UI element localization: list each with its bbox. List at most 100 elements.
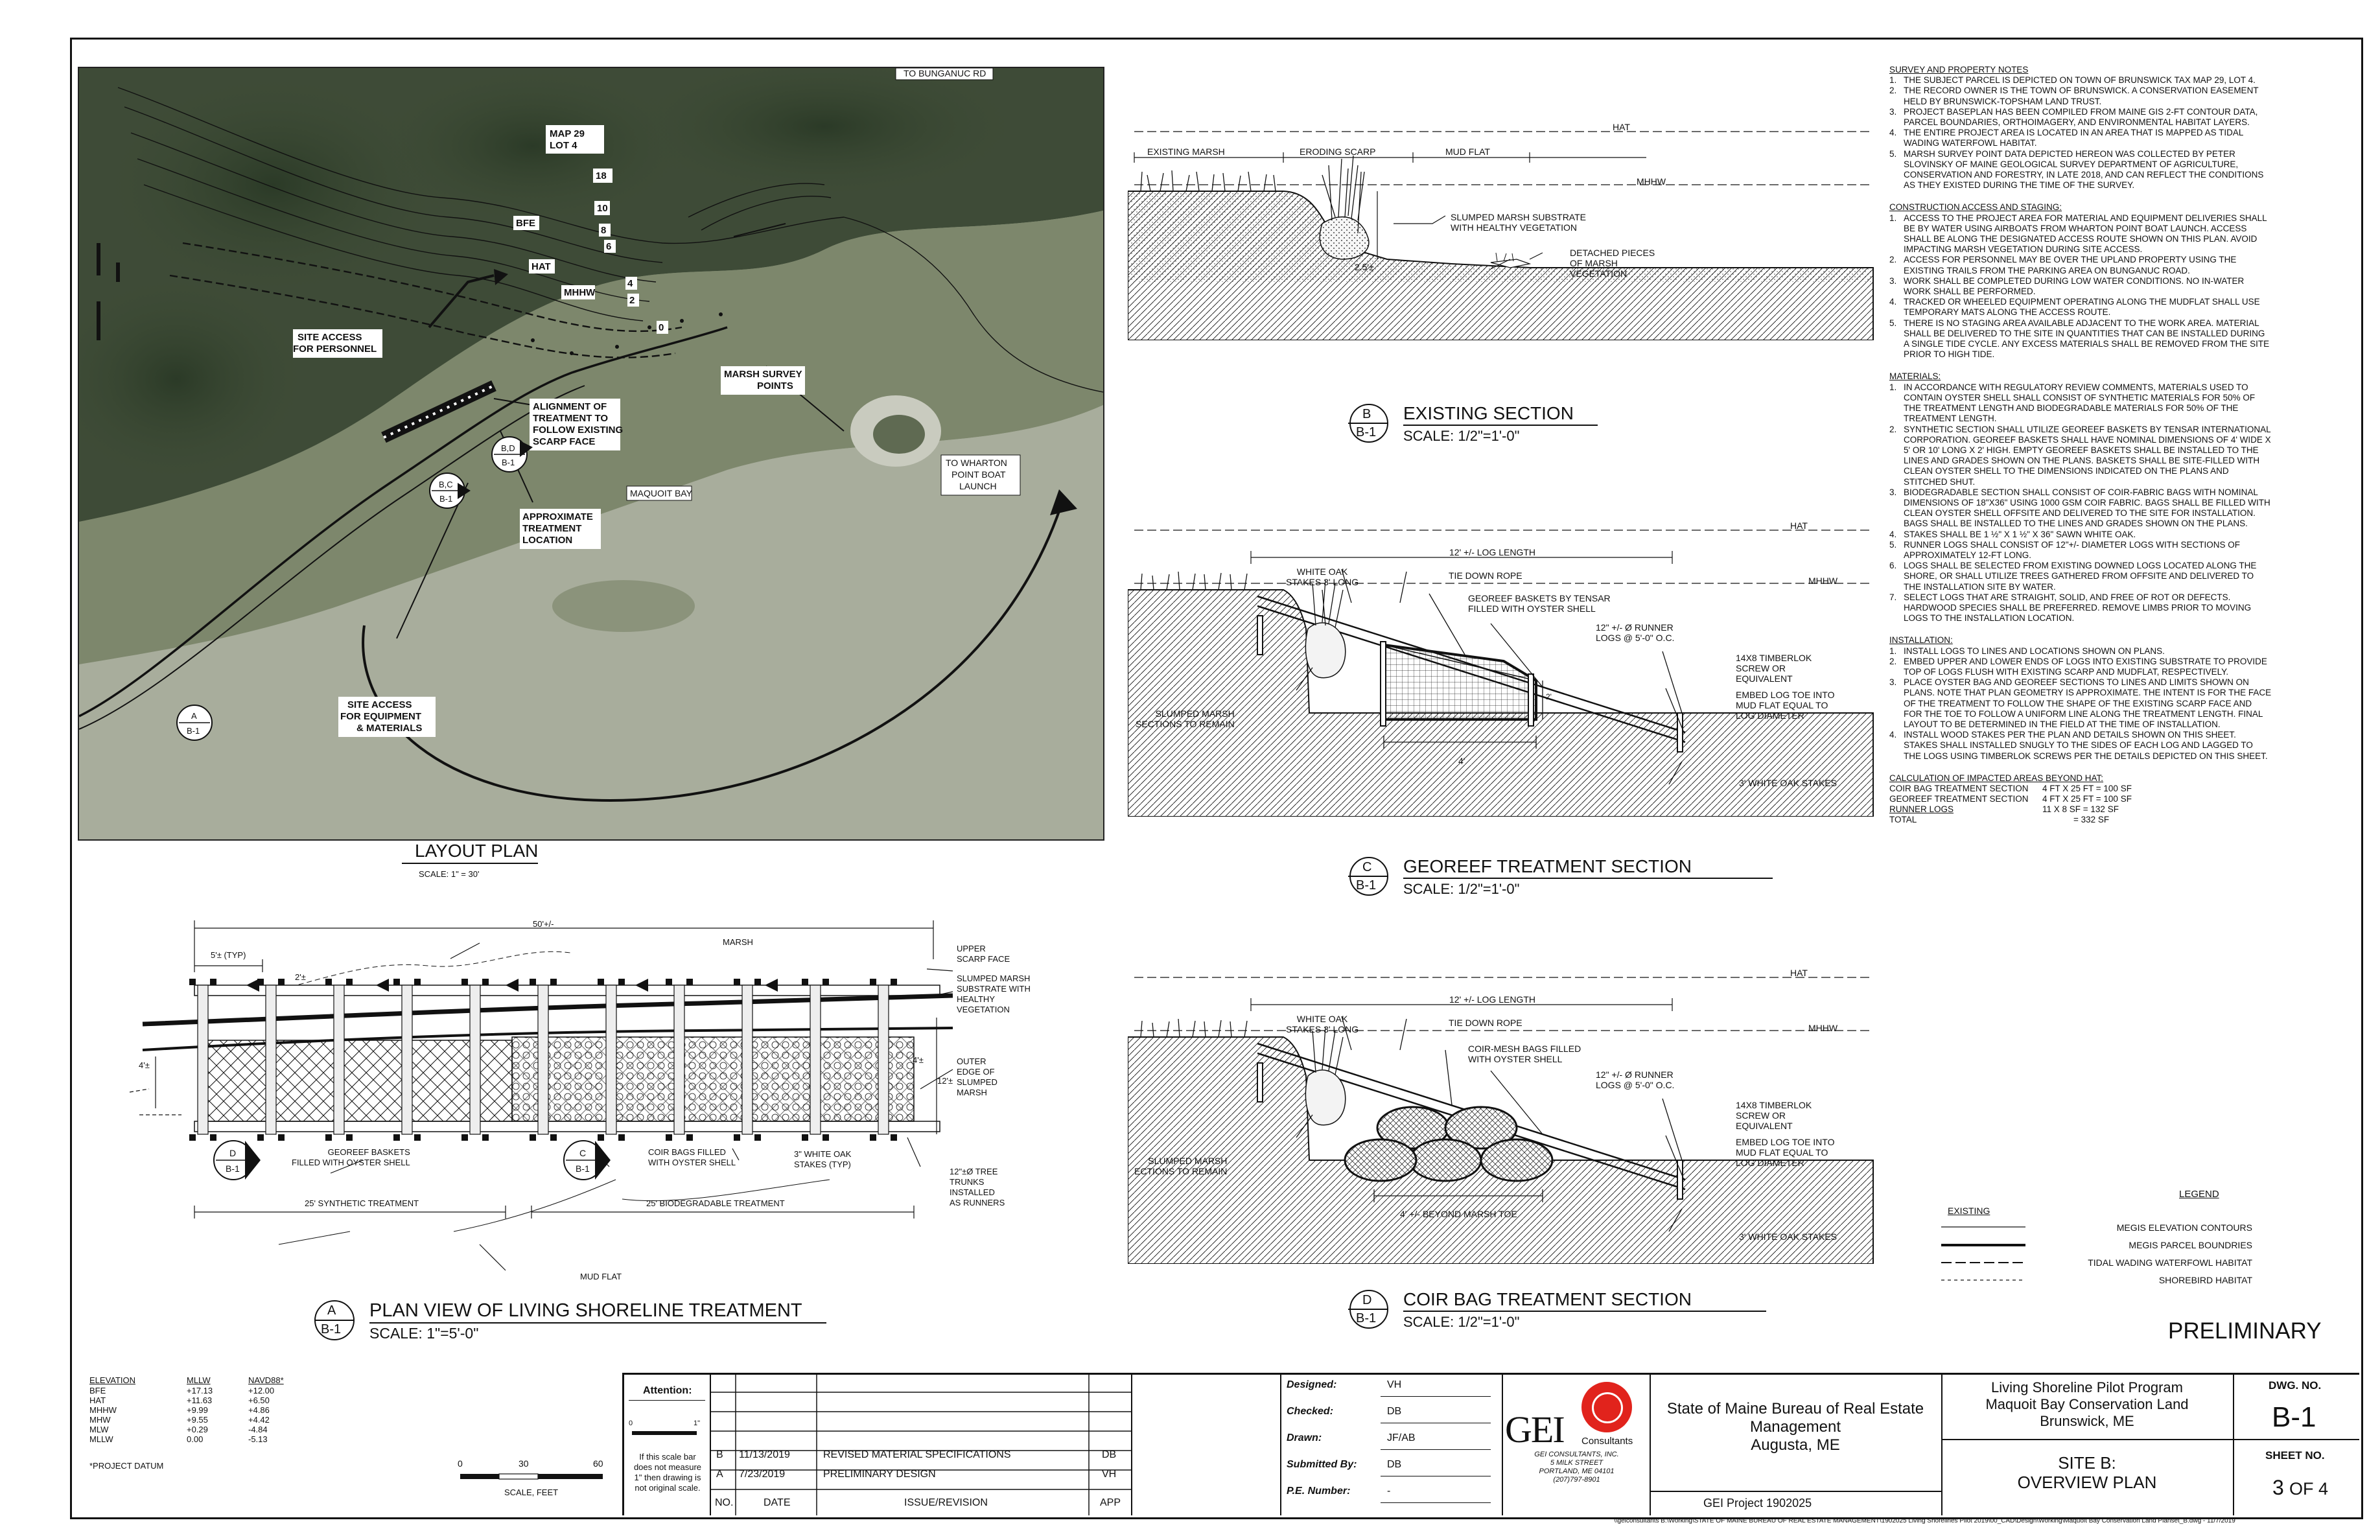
- layout-plan-underline: [402, 863, 538, 864]
- plan-biodegradable-label: 25' BIODEGRADABLE TREATMENT: [646, 1198, 785, 1208]
- legend-item: MEGIS ELEVATION CONTOURS: [2116, 1222, 2252, 1233]
- section-b-scale: SCALE: 1/2"=1'-0": [1403, 428, 1520, 444]
- plan-slumped-label: SLUMPED MARSH SUBSTRATE WITH HEALTHY VEG…: [957, 974, 1031, 1014]
- tb-attention: Attention:: [643, 1385, 692, 1396]
- note-item: 1. THE SUBJECT PARCEL IS DEPICTED ON TOWN…: [1889, 75, 2272, 86]
- svg-text:4: 4: [627, 278, 633, 289]
- revision-date: 11/13/2019: [739, 1449, 790, 1460]
- note-number: 4.: [1889, 529, 1897, 539]
- note-item: 3.WORK SHALL BE COMPLETED DURING LOW WAT…: [1889, 276, 2272, 297]
- plan-view-title-underline: [369, 1322, 826, 1324]
- plan-tag-line: [314, 1320, 353, 1321]
- tb-gei: [1500, 1373, 1651, 1515]
- section-c-slumped: SLUMPED MARSH SECTIONS TO REMAIN: [1136, 708, 1235, 729]
- note-number: 3.: [1889, 106, 1897, 117]
- note-text: PLACE OYSTER BAG AND GEOREEF SECTIONS TO…: [1904, 677, 2272, 729]
- datum-cell: BFE: [89, 1386, 106, 1395]
- note-text: LOGS SHALL BE SELECTED FROM EXISTING DOW…: [1904, 561, 2257, 592]
- section-d-tag-line: [1348, 1309, 1388, 1310]
- note-number: 5.: [1889, 148, 1897, 159]
- section-d-tag-bottom: B-1: [1356, 1311, 1377, 1325]
- tb-dwg-rule: [2233, 1439, 2359, 1440]
- tb-program-rule: [1941, 1439, 2233, 1440]
- people-rule: [1381, 1449, 1491, 1450]
- datum-cell: 0.00: [187, 1434, 204, 1444]
- section-c-log-length: 12' +/- LOG LENGTH: [1449, 547, 1535, 557]
- tb-frame: [622, 1373, 2361, 1515]
- svg-text:C: C: [579, 1148, 586, 1158]
- plan-marsh-label: MARSH: [723, 937, 753, 947]
- svg-text:FOR EQUIPMENT: FOR EQUIPMENT: [340, 711, 421, 722]
- section-b-mhhw: MHHW: [1637, 176, 1666, 187]
- marsh-survey-points-label: MARSH SURVEY: [724, 369, 802, 380]
- svg-text:10: 10: [597, 203, 608, 214]
- file-path: \\geiconsultants B:\Working\STATE OF MAI…: [1614, 1517, 2235, 1524]
- section-d-stakes: 3' WHITE OAK STAKES: [1739, 1231, 1837, 1242]
- section-c-timberlok: 14X8 TIMBERLOK SCREW OR EQUIVALENT: [1736, 653, 1812, 684]
- section-c-tag-top: C: [1362, 860, 1372, 874]
- plan-dim-twelve: 12'±: [937, 1076, 953, 1086]
- section-b-existing-marsh: EXISTING MARSH: [1147, 146, 1225, 157]
- note-text: RUNNER LOGS SHALL CONSIST OF 12"+/- DIAM…: [1904, 539, 2241, 560]
- callout-a: AB-1: [176, 705, 213, 741]
- materials-notes-list: 1.IN ACCORDANCE WITH REGULATORY REVIEW C…: [1889, 382, 2272, 624]
- gei-address: GEI CONSULTANTS, INC. 5 MILK STREET PORT…: [1534, 1451, 1619, 1484]
- svg-text:0: 0: [659, 322, 664, 333]
- gei-consultants: Consultants: [1581, 1436, 1633, 1447]
- section-b-title-underline: [1403, 425, 1598, 426]
- legend-existing: EXISTING: [1948, 1206, 1990, 1216]
- road-label: TO BUNGANUC RD: [904, 68, 986, 78]
- datum-cell: +9.99: [187, 1405, 208, 1415]
- section-b-tag-bottom: B-1: [1356, 425, 1377, 439]
- plan-dim-two: 2'±: [295, 972, 306, 982]
- plan-dim-four-left: 4'±: [139, 1060, 150, 1070]
- note-text: THE SUBJECT PARCEL IS DEPICTED ON TOWN O…: [1904, 75, 2256, 86]
- datum-cell: MLLW: [187, 1375, 211, 1385]
- people-value: DB: [1387, 1406, 1402, 1417]
- contour-18: 18: [596, 170, 607, 181]
- section-c-title: GEOREEF TREATMENT SECTION: [1403, 856, 1692, 876]
- svg-text:SCARP FACE: SCARP FACE: [533, 436, 595, 447]
- plan-tag-top: A: [327, 1303, 336, 1318]
- svg-text:LAUNCH: LAUNCH: [959, 481, 997, 491]
- sheet-of: OF 4: [2289, 1479, 2329, 1499]
- note-item: 1.IN ACCORDANCE WITH REGULATORY REVIEW C…: [1889, 382, 2272, 425]
- note-number: 1.: [1889, 646, 1897, 656]
- plan-synthetic-label: 25' SYNTHETIC TREATMENT: [305, 1198, 419, 1208]
- section-c-scale: SCALE: 1/2"=1'-0": [1403, 881, 1520, 897]
- datum-cell: -4.84: [248, 1425, 268, 1434]
- project-no: GEI Project 1902025: [1703, 1497, 1812, 1510]
- datum-cell: MLLW: [89, 1434, 113, 1444]
- note-text: ACCESS TO THE PROJECT AREA FOR MATERIAL …: [1904, 213, 2267, 255]
- section-c-embed: EMBED LOG TOE INTO MUD FLAT EQUAL TO LOG…: [1736, 690, 1835, 721]
- people-label: Designed:: [1287, 1379, 1337, 1390]
- section-b-mud-flat: MUD FLAT: [1445, 146, 1490, 157]
- rev-header-date: DATE: [764, 1497, 791, 1508]
- note-number: 1.: [1889, 75, 1897, 86]
- installation-notes-list: 1.INSTALL LOGS TO LINES AND LOCATIONS SH…: [1889, 646, 2272, 762]
- people-label: Drawn:: [1287, 1432, 1322, 1443]
- section-c-two: 2': [1546, 692, 1552, 701]
- datum-cell: +9.55: [187, 1415, 208, 1425]
- note-number: 5.: [1889, 539, 1897, 550]
- tb-revisions-grid: [710, 1373, 1132, 1515]
- hat-label: HAT: [531, 261, 551, 272]
- plan-view-scale: SCALE: 1"=5'-0": [369, 1325, 479, 1342]
- datum-cell: +11.63: [187, 1395, 213, 1405]
- people-value: DB: [1387, 1459, 1402, 1470]
- plan-coir-label: COIR BAGS FILLED WITH OYSTER SHELL: [648, 1147, 736, 1167]
- legend-item: SHOREBIRD HABITAT: [2158, 1275, 2252, 1285]
- datum-note: *PROJECT DATUM: [89, 1461, 164, 1471]
- rev-header-no: NO.: [715, 1497, 734, 1508]
- note-text: THE ENTIRE PROJECT AREA IS LOCATED IN AN…: [1904, 128, 2243, 148]
- note-item: 3.PLACE OYSTER BAG AND GEOREEF SECTIONS …: [1889, 677, 2272, 730]
- section-b-height: 2.5'±: [1355, 262, 1374, 272]
- impacted-calc: 4 FT X 25 FT = 100 SF: [2042, 794, 2132, 804]
- revision-app: DB: [1102, 1449, 1117, 1460]
- section-c-width: 4': [1458, 756, 1465, 766]
- site-access-equipment-label: SITE ACCESS: [347, 699, 412, 710]
- section-b-tag-line: [1348, 423, 1388, 424]
- section-d-title: COIR BAG TREATMENT SECTION: [1403, 1289, 1692, 1309]
- tb-att-note: If this scale bar does not measure 1" th…: [633, 1452, 702, 1493]
